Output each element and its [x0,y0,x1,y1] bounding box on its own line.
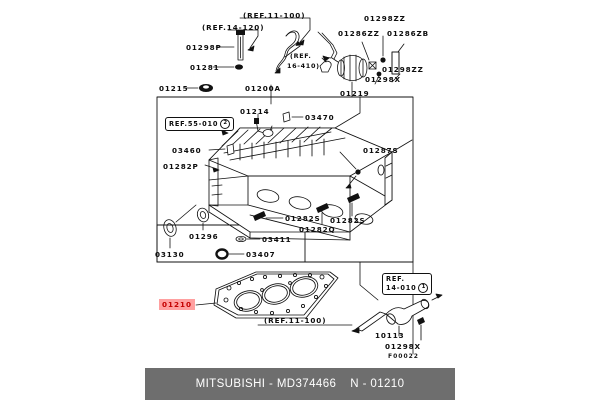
part-01298zz-lower-label: 01298ZZ [382,65,424,74]
part-01298zz-upper-label: 01298ZZ [364,14,406,23]
part-01215-label: 01215 [159,84,189,93]
part-01296-label: 01296 [189,232,219,241]
ref-box-55-010[interactable]: REF.55-010 2 [165,117,235,131]
part-01282s-right-label: 01282S [330,216,366,225]
caption-position-code: N - 01210 [350,378,405,390]
part-01286zz-label: 01286ZZ [338,29,380,38]
diagram-canvas: (REF.11-100) (REF.14-120) (REF. 16-410) … [155,11,443,360]
ref-box-55-010-index: 2 [220,119,231,129]
caption-brand-part: MITSUBISHI - MD374466 [195,378,337,390]
diagram-linework [156,17,443,355]
part-03470-label: 03470 [305,113,335,122]
diagram-code: F00022 [388,353,419,360]
part-01214-label: 01214 [240,107,270,116]
ref-box-14-010[interactable]: REF. 14-010 1 [382,273,433,295]
ref-box-14-010-label-2: 14-010 [386,284,417,292]
part-03411-label: 03411 [262,235,292,244]
part-01219-label: 01219 [340,89,370,98]
part-01286zb-label: 01286ZB [387,29,429,38]
ref-callout-16-410-line2: 16-410) [287,62,320,70]
ref-box-55-010-label: REF.55-010 [169,120,219,128]
ref-callout-11-100-bottom: (REF.11-100) [264,316,327,325]
ref-callout-11-100: (REF.11-100) [243,11,306,20]
part-01282p-label: 01282P [163,162,199,171]
ref-callout-14-120: (REF.14-120) [202,23,265,32]
part-01281-label: 01281 [190,63,220,72]
part-01298x-bottom-label: 01298X [385,342,421,351]
part-01298x-top-label: 01298X [365,75,401,84]
part-01298p-label: 01298P [186,43,222,52]
part-03460-label: 03460 [172,146,202,155]
part-01282s-lower-label: 01282S [285,214,321,223]
ref-box-14-010-label-1: REF. [386,275,405,283]
part-01282q-label: 01282Q [299,225,336,234]
part-01287s-label: 01287S [363,146,399,155]
part-01210-label-highlighted[interactable]: 01210 [159,299,196,310]
part-03407-label: 03407 [246,250,276,259]
part-01200a-label: 01200A [245,84,281,93]
part-03130-label: 03130 [155,250,185,259]
part-10113-label: 10113 [375,331,405,340]
caption-bar: MITSUBISHI - MD374466 N - 01210 [145,368,455,400]
ref-callout-16-410-line1: (REF. [290,52,312,60]
ref-box-14-010-index: 1 [418,283,429,293]
